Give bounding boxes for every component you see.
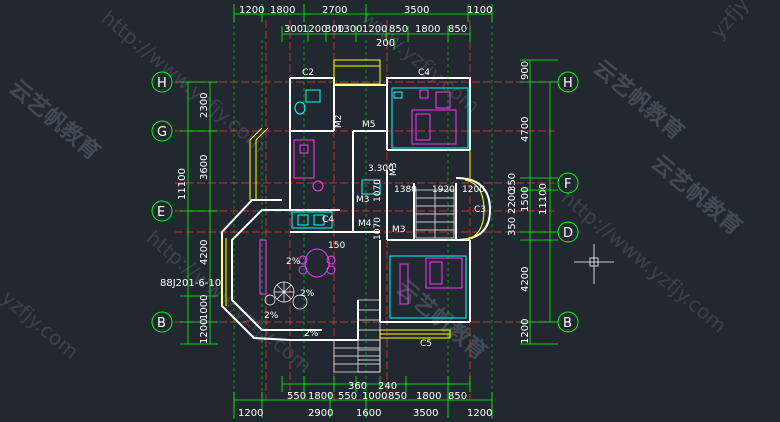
standard-ref-label: 88J201-6-10: [160, 278, 221, 289]
dim-text: 2200: [507, 189, 518, 214]
dim-text: 1000: [199, 295, 210, 320]
elevation-label: 3.300: [368, 164, 394, 174]
dim-text: 3600: [199, 155, 210, 180]
plant-icon: [264, 281, 308, 310]
windows: [221, 59, 485, 339]
window-label-c3: C3: [474, 205, 486, 215]
dim-text: 850: [448, 391, 467, 402]
dim-text: 300: [325, 24, 344, 35]
dim-text: 3500: [404, 5, 429, 16]
floor-plan-walls[interactable]: [221, 77, 492, 341]
dim-text: 1100: [467, 5, 492, 16]
window-label-c5: C5: [420, 339, 432, 349]
window-label-c4-mid: C4: [322, 215, 334, 225]
dim-text: 1200: [362, 24, 387, 35]
top-dimensions: 1200 1800 2700 3500 1100 300 1200 300 13…: [239, 5, 492, 49]
room-labels: C2 C4 C4 C3 C5 M2 M3 M3 M3 M4 M5 3.300 1…: [160, 68, 486, 349]
axis-grid-lines: [175, 20, 555, 400]
watermark-text: 云艺帆教育: [4, 75, 105, 166]
window-label-c2: C2: [302, 68, 314, 78]
dim-text: 550: [287, 391, 306, 402]
furniture: [259, 89, 463, 305]
axis-label-right: H: [563, 76, 573, 91]
dim-text: 1800: [415, 24, 440, 35]
dim-text: 550: [338, 391, 357, 402]
bottom-dimensions: 550 1800 550 1000 850 1800 850 1200 2900…: [238, 381, 492, 419]
fixtures: [291, 87, 469, 319]
centerlines: [233, 20, 493, 420]
dim-text: 1800: [308, 391, 333, 402]
dim-text: 1000: [362, 391, 387, 402]
axis-label-right: F: [564, 177, 571, 192]
right-dimensions: 11100 900 4700 350 2200 1500 350 4200 12…: [507, 61, 549, 344]
dim-text: 1070: [373, 179, 383, 202]
axis-label-left: E: [157, 205, 165, 220]
door-label-m2: M2: [334, 115, 344, 129]
dim-text: 11100: [538, 183, 549, 215]
axis-label-right: B: [563, 316, 572, 331]
dim-text: 1380: [394, 185, 417, 195]
slope-label: 2%: [264, 311, 279, 321]
axis-label-left: B: [157, 316, 166, 331]
window-label-c4: C4: [418, 68, 430, 78]
door-label-m3: M3: [356, 195, 370, 205]
slope-label: 2%: [304, 329, 319, 339]
watermark-url: www.yzfjy.com: [357, 5, 485, 118]
left-dimensions: 11100 2300 3600 4200 1000 1200: [177, 93, 210, 344]
watermark-text: 云艺帆教育: [646, 150, 747, 241]
dim-text: 1200: [467, 408, 492, 419]
axis-bubbles-right: [557, 71, 579, 333]
slope-label: 2%: [286, 257, 301, 267]
dim-text: 300: [284, 24, 303, 35]
watermark-url: http://www.yzfjy.com: [97, 5, 272, 157]
dim-text: 200: [376, 38, 395, 49]
dim-text: 1300: [337, 24, 362, 35]
dim-text: 150: [328, 241, 345, 251]
dim-text: 1200: [462, 185, 485, 195]
axis-label-right: D: [563, 226, 573, 241]
dim-text: 2300: [199, 93, 210, 118]
dim-text: 1200: [520, 319, 531, 344]
door-label-m5: M5: [362, 120, 376, 130]
dim-text: 1500: [520, 187, 531, 212]
dim-text: 1920: [432, 185, 455, 195]
dim-text: 1800: [270, 5, 295, 16]
dim-text: 4200: [199, 240, 210, 265]
slope-label: 2%: [300, 289, 315, 299]
watermark-text: 云艺帆教育: [588, 55, 689, 146]
dim-text: 1200: [302, 24, 327, 35]
watermark-url: yzfjy: [705, 0, 754, 43]
dim-text: 360: [348, 381, 367, 392]
dim-text: 240: [378, 381, 397, 392]
dim-text: 11100: [177, 168, 188, 200]
dim-text: 1600: [356, 408, 381, 419]
dim-text: 1200: [238, 408, 263, 419]
dim-text: 850: [389, 24, 408, 35]
crosshair-cursor-icon: [574, 244, 614, 284]
dim-text: 1200: [199, 319, 210, 344]
stairs: [333, 189, 455, 373]
watermark-url: yzfjy.com: [0, 285, 83, 363]
dim-text: 3500: [413, 408, 438, 419]
dim-text: 2700: [322, 5, 347, 16]
door-label-m3: M3: [389, 163, 399, 177]
dim-text: 350: [507, 217, 518, 236]
dim-text: 1800: [416, 391, 441, 402]
dim-text: 850: [448, 24, 467, 35]
dim-text: 4700: [520, 117, 531, 142]
dim-text: 350: [507, 173, 518, 192]
axis-label-left: G: [157, 125, 167, 140]
door-label-m3: M3: [392, 225, 406, 235]
dim-text: 2900: [308, 408, 333, 419]
dim-text: 900: [520, 61, 531, 80]
dim-text: 1200: [239, 5, 264, 16]
door-label-m4: M4: [358, 219, 372, 229]
dim-text: 1070: [373, 217, 383, 240]
axis-bubbles-left: [151, 71, 173, 333]
dim-text: 850: [388, 391, 407, 402]
axis-labels: H G E B H F D B: [157, 76, 573, 331]
dim-text: 4200: [520, 267, 531, 292]
axis-label-left: H: [157, 76, 167, 91]
